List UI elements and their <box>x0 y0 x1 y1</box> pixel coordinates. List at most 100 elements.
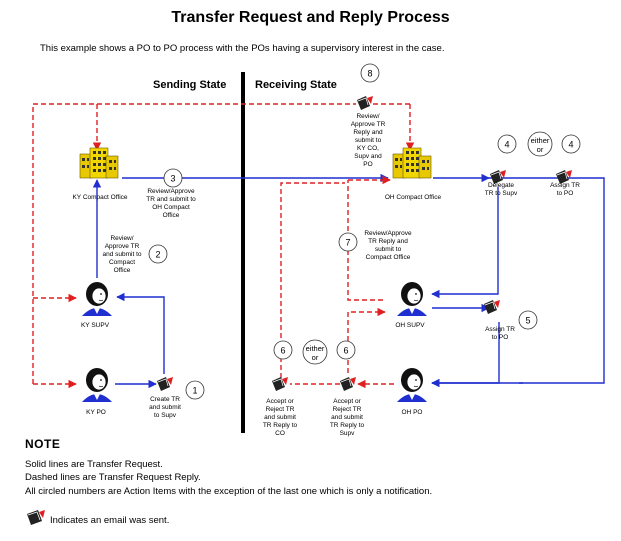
action-label-line: Assign TR <box>550 182 580 189</box>
action-label-line: and submit to <box>102 251 142 258</box>
action-label-line: TR Reply and <box>368 238 408 245</box>
action-label-line: Review/Approve <box>147 188 195 195</box>
note-line: All circled numbers are Action Items wit… <box>25 486 433 497</box>
step-number: 8 <box>367 69 372 79</box>
step-number: 6 <box>343 346 348 356</box>
reply-line <box>347 307 386 373</box>
action-label-line: Compact Office <box>365 254 411 261</box>
action-label-line: Assign TR <box>485 326 515 333</box>
action-label-line: Supv and <box>354 153 382 160</box>
email-sent-icon <box>490 170 506 184</box>
step-number-circle: 8 <box>360 63 380 83</box>
action-label-line: Accept or <box>333 398 361 405</box>
email-sent-icon <box>272 377 288 391</box>
step-number-circle: 4 <box>497 134 517 154</box>
action-label-line: submit to <box>354 137 382 144</box>
action-label-line: Review/ <box>356 113 380 120</box>
email-sent-icon <box>357 96 373 110</box>
or-text: or <box>312 353 319 362</box>
action-label-line: Approve TR <box>104 243 140 250</box>
action-label-line: PO <box>363 161 373 168</box>
action-label-line: OH Compact <box>152 204 190 211</box>
step-number: 7 <box>345 238 350 248</box>
email-sent-icon <box>484 300 500 314</box>
email-legend-icon <box>27 510 45 525</box>
action-label-line: Compact <box>108 259 135 266</box>
page-title: Transfer Request and Reply Process <box>171 9 450 26</box>
ky-po-label: KY PO <box>86 409 106 416</box>
action-label-line: TR Reply to <box>329 422 365 429</box>
action-label-line: Review/ <box>110 235 134 242</box>
action-label-line: CO <box>275 430 285 437</box>
action-label-line: Reply and <box>353 129 383 136</box>
action-label-line: to PO <box>491 334 509 341</box>
either-text: either <box>306 344 325 353</box>
oh-po-label: OH PO <box>401 409 423 416</box>
ky-supv-label: KY SUPV <box>80 322 110 329</box>
action-label-line: to PO <box>556 190 574 197</box>
receiving-state-heading: Receiving State <box>255 79 337 91</box>
oh-compact-office-building <box>392 147 432 179</box>
action-label-line: submit to <box>374 246 402 253</box>
action-label-line: Approve TR <box>350 121 386 128</box>
note-line: Dashed lines are Transfer Request Reply. <box>25 472 201 483</box>
action-label-line: KY CO, <box>357 145 379 152</box>
either-text: either <box>531 136 550 145</box>
action-label-line: Office <box>162 212 180 219</box>
action-label-line: and submit <box>331 414 363 421</box>
or-text: or <box>537 145 544 154</box>
step-number: 1 <box>192 386 197 396</box>
step-number-circle: 6 <box>273 340 293 360</box>
step-number-circle: 7 <box>338 232 358 252</box>
email-sent-icon <box>157 377 173 391</box>
step-number: 5 <box>525 316 530 326</box>
people-group <box>82 282 427 402</box>
oh-compact-office-label: OH Compact Office <box>384 194 442 201</box>
oh-supv-label: OH SUPV <box>395 322 425 329</box>
oh-supv-person <box>397 282 427 316</box>
note-line: Solid lines are Transfer Request. <box>25 459 163 470</box>
action-label-line: TR Reply to <box>262 422 298 429</box>
sending-state-heading: Sending State <box>153 79 227 91</box>
oh-po-person <box>397 368 427 402</box>
action-label-line: Review/Approve <box>364 230 412 237</box>
action-label-line: to Supv <box>153 412 177 419</box>
action-label-line: Delegate <box>487 182 515 189</box>
step-number-circle: 5 <box>518 310 538 330</box>
reply-lines <box>32 103 415 389</box>
reply-line <box>32 103 97 384</box>
step-number-circle: 4 <box>561 134 581 154</box>
ky-compact-office-building <box>79 147 119 179</box>
action-label-line: Create TR <box>150 396 180 403</box>
step-number: 4 <box>504 140 509 150</box>
reply-line <box>347 180 383 301</box>
action-label-line: Supv <box>339 430 355 437</box>
note-heading: NOTE <box>25 437 61 451</box>
ky-supv-person <box>82 282 112 316</box>
step-number: 3 <box>170 174 175 184</box>
action-label-line: Office <box>113 267 131 274</box>
request-line <box>431 187 499 299</box>
page-subtitle: This example shows a PO to PO process wi… <box>40 43 445 54</box>
action-label-line: Accept or <box>266 398 294 405</box>
email-sent-icon <box>556 170 572 184</box>
step-number: 2 <box>155 250 160 260</box>
ky-compact-office-label: KY Compact Office <box>72 194 128 201</box>
action-label-line: Reject TR <box>332 406 362 413</box>
action-label-line: and submit <box>264 414 296 421</box>
ky-po-person <box>82 368 112 402</box>
email-icons <box>157 96 572 391</box>
